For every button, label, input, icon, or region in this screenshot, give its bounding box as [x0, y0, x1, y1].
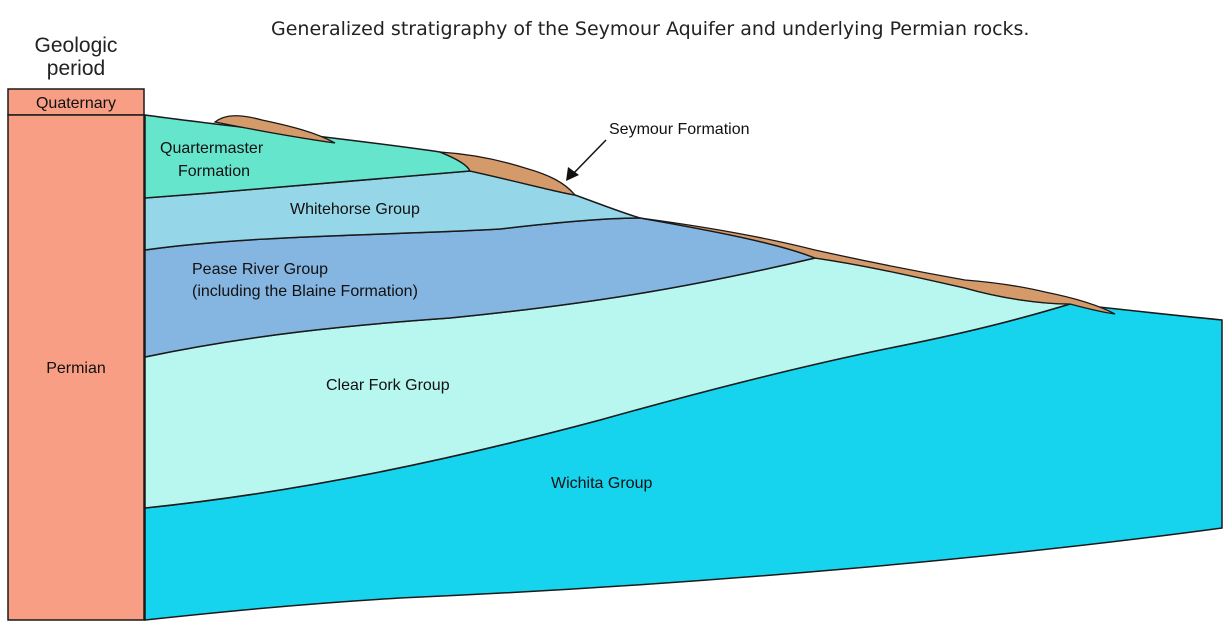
period-label-quaternary: Quaternary: [36, 95, 116, 112]
period-box-permian: [7, 114, 145, 621]
period-box-quaternary: [7, 88, 145, 116]
period-column: Quaternary Permian: [7, 88, 145, 621]
seymour-deposit-lower: [639, 217, 1116, 315]
label-pease-river-line1: Pease River Group: [192, 261, 328, 278]
label-wichita-group: Wichita Group: [551, 475, 652, 492]
seymour-leader-arrow: [566, 139, 607, 181]
layer-seymour-formation: [213, 115, 1116, 315]
label-whitehorse-group: Whitehorse Group: [290, 201, 420, 218]
label-quartermaster-line1: Quartermaster: [160, 140, 264, 157]
period-column-heading: Geologic period: [10, 34, 142, 80]
label-quartermaster-line2: Formation: [178, 163, 250, 180]
label-seymour-formation: Seymour Formation: [609, 121, 750, 138]
period-heading-line1: Geologic: [34, 34, 118, 57]
period-heading-line2: period: [46, 57, 106, 80]
period-label-permian: Permian: [46, 360, 106, 377]
seymour-deposit-upper: [213, 115, 336, 144]
label-pease-river-line2: (including the Blaine Formation): [192, 283, 418, 300]
seymour-deposit-middle: [439, 151, 577, 196]
label-clear-fork-group: Clear Fork Group: [326, 377, 450, 394]
figure-caption: Generalized stratigraphy of the Seymour …: [271, 18, 1030, 40]
